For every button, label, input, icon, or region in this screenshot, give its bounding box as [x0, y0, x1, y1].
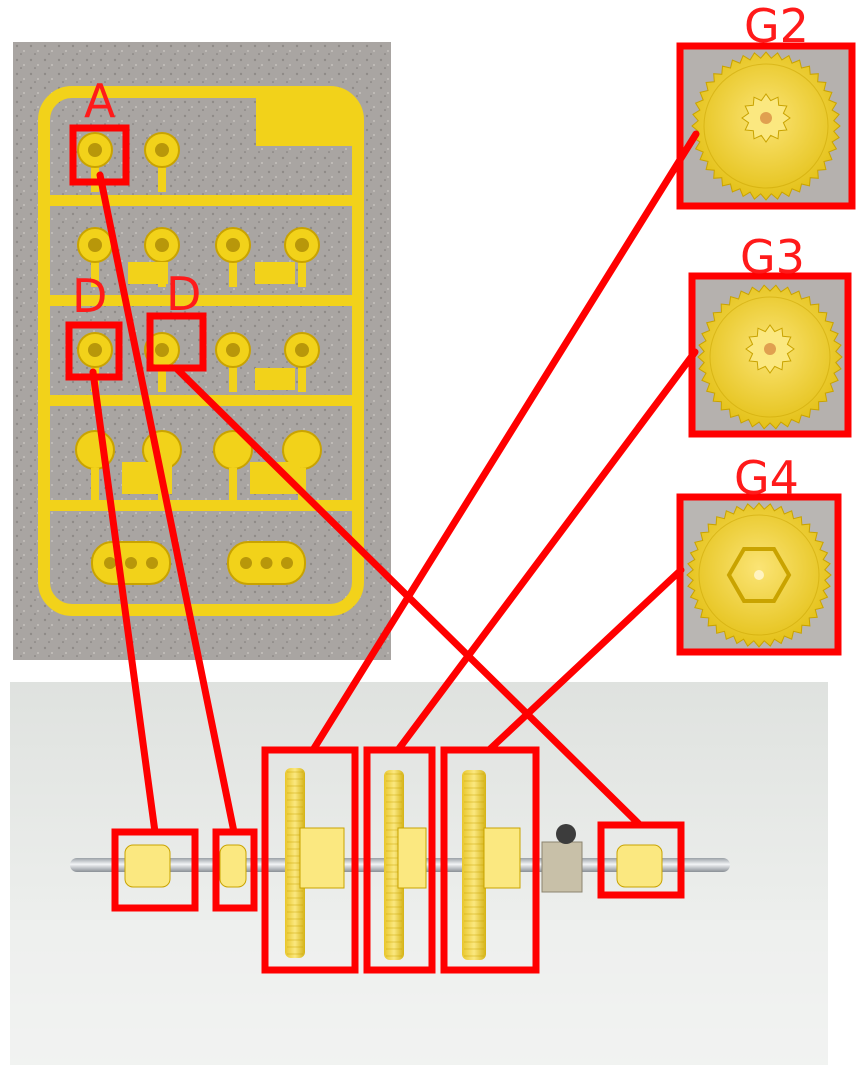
sprue-bushing-hole — [295, 238, 309, 252]
sprue-outer-frame — [38, 86, 364, 616]
sprue-bar-hole — [146, 557, 158, 569]
sprue-bar-hole — [281, 557, 293, 569]
sprue-tab — [128, 262, 168, 284]
gear-g2-image — [691, 51, 841, 201]
label-g2: G2 — [744, 0, 809, 53]
sprue-bushing-hole — [88, 143, 102, 157]
box-shaft-g4 — [440, 746, 540, 974]
sprue-bushing-hole — [226, 343, 240, 357]
sprue-bushing-hole — [295, 343, 309, 357]
gear-g2-ring — [703, 63, 829, 189]
labels: A D D G2 G3 G4 — [72, 0, 809, 505]
box-shaft-d-right — [597, 821, 685, 899]
box-shaft-g3 — [363, 746, 436, 974]
leader-lines — [89, 130, 700, 836]
leader-g2 — [309, 130, 700, 754]
leader-g4 — [485, 566, 685, 754]
label-d-right: D — [166, 267, 201, 321]
sprue-bar-hole — [104, 557, 116, 569]
gear-g4-image — [686, 502, 832, 648]
shaft-photo — [10, 682, 828, 1065]
sprue-photo — [13, 42, 391, 660]
shaft-g2-pinion — [299, 827, 345, 889]
sprue-runner-2 — [44, 395, 358, 406]
shaft-g4-hub — [483, 827, 521, 889]
shaft-g2-disc — [285, 768, 305, 958]
shaft-bushing — [219, 844, 247, 888]
shaft-bushing — [616, 844, 663, 888]
sprue-bushing-hole — [226, 238, 240, 252]
shaft-bushing — [124, 844, 171, 888]
label-a: A — [84, 74, 116, 128]
sprue-bushing-hole — [88, 343, 102, 357]
sprue-frame — [38, 86, 364, 616]
sprue-bar-hole — [260, 557, 273, 569]
leader-a — [96, 171, 238, 836]
gear-g4-photo — [680, 497, 838, 652]
shaft-g4-disc — [462, 770, 486, 960]
sprue-runner-1 — [44, 295, 358, 306]
shaft-collar — [541, 841, 583, 893]
box-part-d-left — [65, 321, 123, 381]
leader-d-left — [89, 368, 159, 836]
label-g3: G3 — [740, 230, 805, 284]
box-shaft-d-left — [111, 828, 199, 912]
sprue-bar-hole — [125, 557, 137, 569]
gear-g2-photo — [680, 46, 852, 206]
leader-g3 — [394, 348, 699, 754]
box-gear-g4-photo — [676, 493, 842, 656]
gear-g3-axle-hole — [764, 343, 776, 355]
sprue-bar-hole — [240, 557, 252, 569]
gear-g3-image — [697, 284, 843, 430]
gear-g4-axle-hole — [754, 570, 764, 580]
sprue-bushing-hole — [155, 143, 169, 157]
highlight-boxes — [65, 42, 856, 974]
sprue-tab — [256, 98, 354, 146]
sprue-bushing-hole — [88, 238, 102, 252]
sprue-runner-3 — [44, 500, 358, 511]
sprue-tab — [255, 262, 295, 284]
box-shaft-a — [212, 828, 258, 912]
box-shaft-g2 — [261, 746, 359, 974]
label-g4: G4 — [734, 451, 799, 505]
box-part-a — [69, 124, 130, 186]
box-part-d-right — [146, 312, 207, 372]
sprue-tab — [255, 368, 295, 390]
box-gear-g3-photo — [688, 272, 852, 438]
sprue-bushing-hole — [155, 343, 169, 357]
shaft-assembly — [70, 768, 730, 960]
label-d-left: D — [72, 269, 107, 323]
sprue-bushing-hole — [155, 238, 169, 252]
shaft-g3-disc — [384, 770, 404, 960]
gear-g4-ring — [698, 514, 820, 636]
box-gear-g2-photo — [676, 42, 856, 210]
gear-g3-photo — [692, 276, 848, 434]
gear-g3-ring — [709, 296, 831, 418]
shaft-g3-pinion — [397, 827, 427, 889]
set-screw — [556, 824, 576, 844]
gear-g2-axle-hole — [760, 112, 772, 124]
sprue-runner-0 — [44, 195, 358, 206]
gear-g4-hex-boss — [726, 547, 792, 603]
